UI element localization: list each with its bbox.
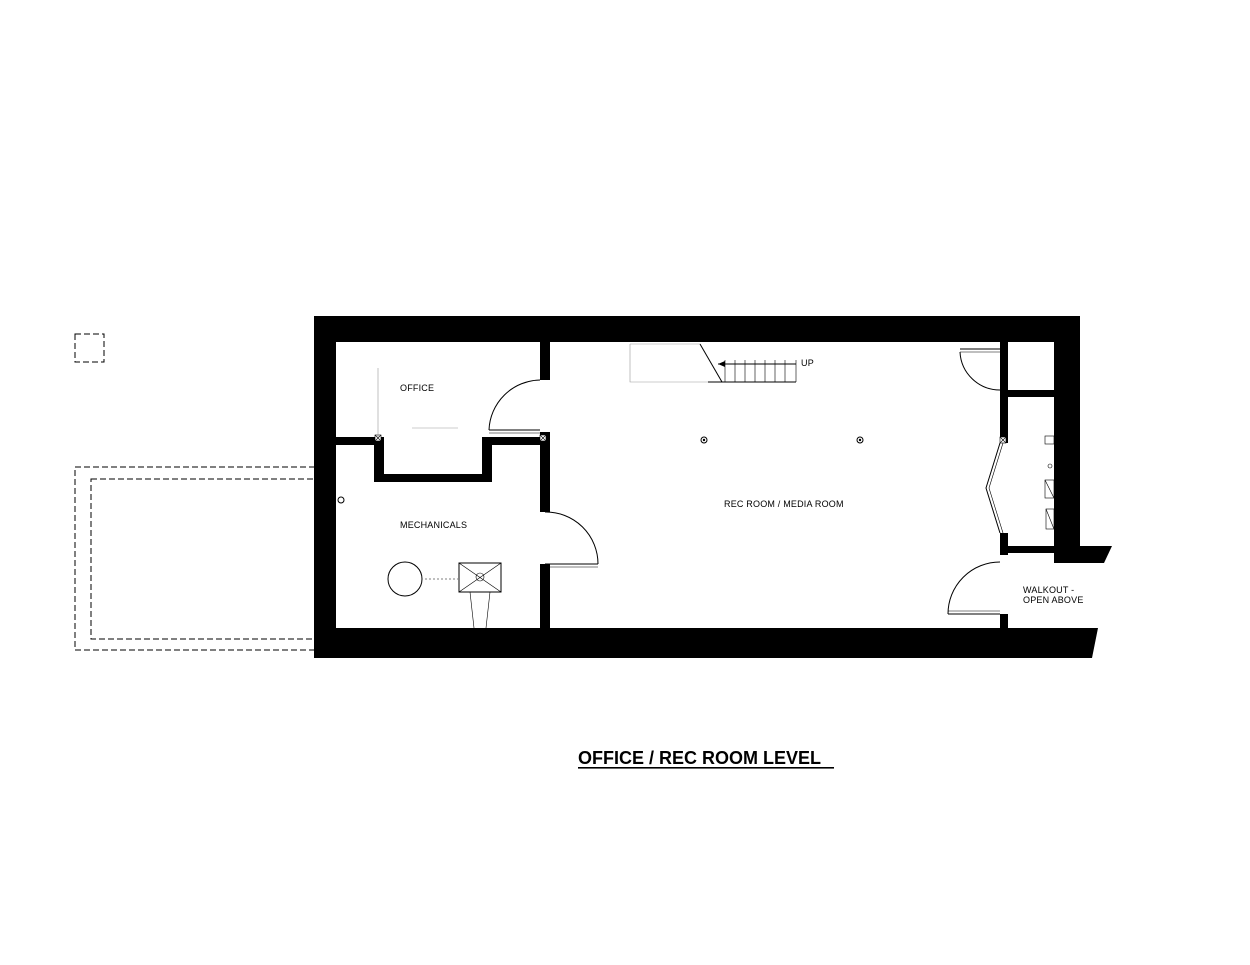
exterior-walls bbox=[314, 316, 1112, 658]
room-label-rec-room: REC ROOM / MEDIA ROOM bbox=[724, 499, 844, 509]
closet-fixtures bbox=[1044, 435, 1055, 530]
floor-drain-icon bbox=[458, 562, 502, 629]
room-label-mechanicals: MECHANICALS bbox=[400, 520, 467, 530]
light-fixture-icon bbox=[337, 436, 864, 504]
door-swing-icon bbox=[488, 348, 1004, 615]
stair-up-label: UP bbox=[801, 358, 814, 368]
room-label-office: OFFICE bbox=[400, 383, 434, 393]
room-label-walkout-sub: OPEN ABOVE bbox=[1023, 595, 1084, 605]
room-label-walkout: WALKOUT - bbox=[1023, 585, 1074, 595]
column-marker-icon bbox=[374, 434, 1007, 444]
interior-walls bbox=[336, 342, 1054, 628]
drawing-title: OFFICE / REC ROOM LEVEL bbox=[578, 748, 821, 768]
exterior-patio-outline bbox=[74, 466, 316, 651]
water-heater-icon bbox=[387, 561, 423, 597]
staircase[interactable]: UP bbox=[629, 343, 814, 383]
exterior-post-outline bbox=[74, 333, 105, 363]
title-underline bbox=[578, 767, 834, 769]
